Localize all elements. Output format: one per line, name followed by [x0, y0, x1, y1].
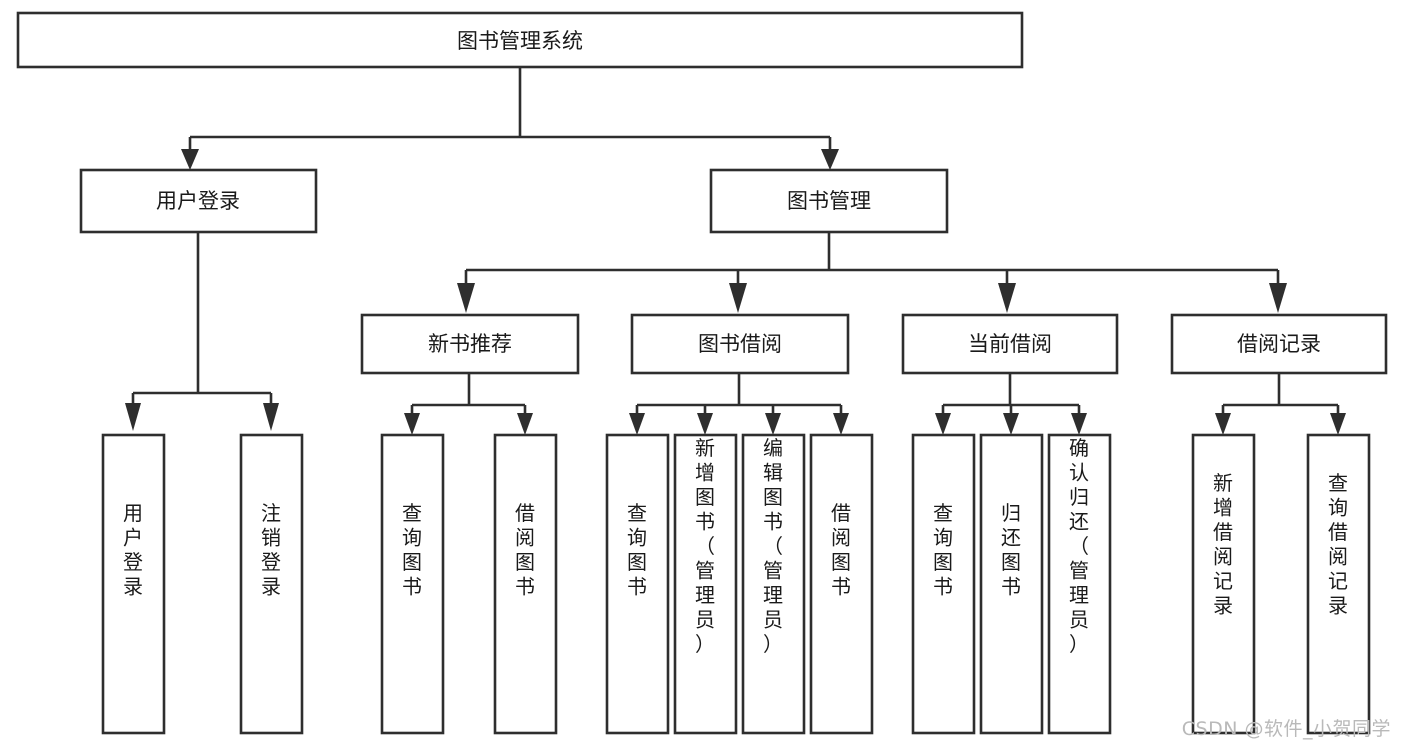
leaf-newbook-borrow-book-label: 借阅图书 [515, 501, 535, 599]
node-new-book-recommend-box[interactable] [360, 313, 580, 375]
leaf-newbook-query-book-label: 查询图书 [402, 501, 422, 599]
node-book-management[interactable]: 图书管理 [709, 168, 949, 234]
node-user-login-label: 用户登录 [156, 189, 240, 213]
leaf-logout[interactable]: 注销登录 [239, 433, 304, 735]
node-user-login[interactable]: 用户登录 [79, 168, 318, 234]
arrow-head-cb-return [1003, 413, 1019, 435]
leaf-bb-borrow-book-label: 借阅图书 [831, 501, 851, 599]
leaf-bb-add-book-label: 新增图书（管理员） [695, 436, 715, 656]
arrow-head-cb-query [935, 413, 951, 435]
node-root-box[interactable] [16, 11, 1024, 69]
leaf-br-query-record[interactable]: 查询借阅记录 [1306, 433, 1371, 735]
arrow-head-cb-confirm [1071, 413, 1087, 435]
leaf-cb-return-book[interactable]: 归还图书 [979, 433, 1044, 735]
arrow-head-br-query [1330, 413, 1346, 435]
leaf-br-add-record[interactable]: 新增借阅记录 [1191, 433, 1256, 735]
arrow-head-borrowrecord [1269, 283, 1287, 313]
leaf-newbook-borrow-book-box[interactable] [493, 433, 558, 735]
leaf-bb-query-book-box[interactable] [605, 433, 670, 735]
arrow-head-bookborrow [729, 283, 747, 313]
leaf-newbook-query-book-box[interactable] [380, 433, 445, 735]
leaf-br-add-record-box[interactable] [1191, 433, 1256, 735]
csdn-watermark: CSDN @软件_小贺同学 [1181, 718, 1391, 740]
node-book-management-label: 图书管理 [787, 189, 871, 213]
leaf-cb-confirm-return-box[interactable] [1047, 433, 1112, 735]
node-book-borrow-box[interactable] [630, 313, 850, 375]
leaf-bb-add-book-box[interactable] [673, 433, 738, 735]
node-user-login-box[interactable] [79, 168, 318, 234]
arrow-head-bb-query [629, 413, 645, 435]
leaf-bb-query-book-label: 查询图书 [627, 501, 647, 599]
leaf-logout-box[interactable] [239, 433, 304, 735]
leaf-logout-label: 注销登录 [261, 501, 281, 599]
arrow-head-logout-leaf [263, 403, 279, 431]
leaf-br-query-record-label: 查询借阅记录 [1328, 471, 1348, 618]
leaf-bb-borrow-book-box[interactable] [809, 433, 874, 735]
leaf-br-query-record-box[interactable] [1306, 433, 1371, 735]
node-new-book-recommend[interactable]: 新书推荐 [360, 313, 580, 375]
arrow-head-newbook-query [404, 413, 420, 435]
node-current-borrow-box[interactable] [901, 313, 1119, 375]
arrow-head-newbook [457, 283, 475, 313]
arrow-head-bb-borrow [833, 413, 849, 435]
arrow-head-currentborrow [998, 283, 1016, 313]
leaf-bb-edit-book-label: 编辑图书（管理员） [763, 436, 783, 656]
node-root[interactable]: 图书管理系统 [16, 11, 1024, 69]
leaf-cb-query-book[interactable]: 查询图书 [911, 433, 976, 735]
arrow-head-newbook-borrow [517, 413, 533, 435]
leaf-user-login-box[interactable] [101, 433, 166, 735]
node-borrow-record-label: 借阅记录 [1237, 332, 1321, 356]
node-borrow-record[interactable]: 借阅记录 [1170, 313, 1388, 375]
node-current-borrow-label: 当前借阅 [968, 332, 1052, 356]
leaf-newbook-borrow-book[interactable]: 借阅图书 [493, 433, 558, 735]
node-book-management-box[interactable] [709, 168, 949, 234]
arrow-head-br-add [1215, 413, 1231, 435]
arrow-head-user-login-leaf [125, 403, 141, 431]
leaf-bb-edit-book[interactable]: 编辑图书（管理员） [741, 433, 806, 735]
leaf-bb-query-book[interactable]: 查询图书 [605, 433, 670, 735]
leaf-br-add-record-label: 新增借阅记录 [1213, 471, 1233, 618]
leaf-user-login-label: 用户登录 [123, 501, 143, 599]
leaf-cb-return-book-box[interactable] [979, 433, 1044, 735]
leaf-bb-borrow-book[interactable]: 借阅图书 [809, 433, 874, 735]
leaf-cb-confirm-return-label: 确认归还（管理员） [1069, 436, 1089, 656]
leaf-newbook-query-book[interactable]: 查询图书 [380, 433, 445, 735]
arrow-head-userlogin [181, 149, 199, 170]
connector-layer [125, 67, 1346, 435]
node-new-book-recommend-label: 新书推荐 [428, 332, 512, 356]
arrow-head-bb-edit [765, 413, 781, 435]
node-book-borrow-label: 图书借阅 [698, 332, 782, 356]
leaf-bb-add-book[interactable]: 新增图书（管理员） [673, 433, 738, 735]
node-borrow-record-box[interactable] [1170, 313, 1388, 375]
node-current-borrow[interactable]: 当前借阅 [901, 313, 1119, 375]
leaf-cb-confirm-return[interactable]: 确认归还（管理员） [1047, 433, 1112, 735]
leaf-bb-edit-book-box[interactable] [741, 433, 806, 735]
node-book-borrow[interactable]: 图书借阅 [630, 313, 850, 375]
leaf-cb-return-book-label: 归还图书 [1001, 501, 1021, 599]
node-root-label: 图书管理系统 [457, 29, 583, 53]
leaf-cb-query-book-label: 查询图书 [933, 501, 953, 599]
arrow-head-bookmgmt [821, 149, 839, 170]
arrow-head-bb-add [697, 413, 713, 435]
leaf-user-login[interactable]: 用户登录 [101, 433, 166, 735]
leaf-cb-query-book-box[interactable] [911, 433, 976, 735]
